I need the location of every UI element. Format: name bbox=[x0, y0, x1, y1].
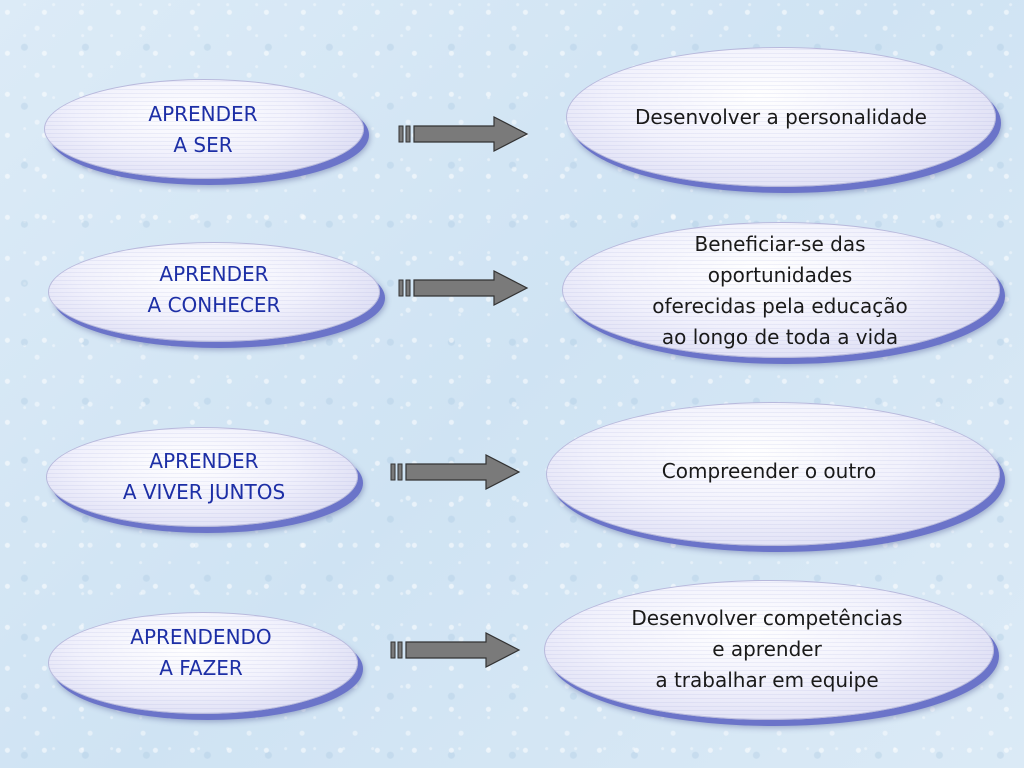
right-node-desenvolver-competencias bbox=[544, 580, 994, 720]
left-node-line-2: A VIVER JUNTOS bbox=[122, 480, 286, 504]
left-node-line-2: A FAZER bbox=[159, 656, 243, 680]
right-node-label: Desenvolver competências e aprender a tr… bbox=[594, 603, 940, 696]
right-node-line-1: Desenvolver competências bbox=[631, 606, 903, 630]
right-node-desenvolver-personalidade bbox=[566, 47, 996, 187]
left-node-line-1: APRENDENDO bbox=[130, 625, 272, 649]
right-node-label: Desenvolver a personalidade bbox=[566, 102, 996, 133]
right-node-line-4: ao longo de toda a vida bbox=[661, 325, 899, 349]
right-node-line-1: Compreender o outro bbox=[661, 459, 877, 483]
left-node-label: APRENDER A VIVER JUNTOS bbox=[104, 446, 304, 508]
left-node-line-2: A CONHECER bbox=[147, 293, 281, 317]
striped-right-arrow-icon bbox=[390, 454, 521, 490]
left-node-aprender-a-ser bbox=[44, 79, 364, 179]
left-node-line-1: APRENDER bbox=[149, 449, 259, 473]
right-node-line-2: oportunidades bbox=[707, 263, 853, 287]
right-node-line-2: e aprender bbox=[712, 637, 822, 661]
right-node-compreender-o-outro bbox=[546, 402, 1000, 546]
left-node-aprendendo-a-fazer bbox=[48, 612, 358, 714]
right-node-line-1: Desenvolver a personalidade bbox=[635, 105, 927, 129]
right-node-line-1: Beneficiar-se das bbox=[694, 232, 866, 256]
left-node-aprender-a-viver-juntos bbox=[46, 427, 358, 527]
right-node-line-3: oferecidas pela educação bbox=[652, 294, 908, 318]
left-node-line-1: APRENDER bbox=[148, 102, 258, 126]
left-node-aprender-a-conhecer bbox=[48, 242, 380, 342]
left-node-label: APRENDER A SER bbox=[118, 99, 288, 161]
right-node-label: Beneficiar-se das oportunidades oferecid… bbox=[620, 229, 940, 353]
left-node-line-1: APRENDER bbox=[159, 262, 269, 286]
left-node-label: APRENDER A CONHECER bbox=[124, 259, 304, 321]
striped-right-arrow-icon bbox=[390, 632, 521, 668]
striped-right-arrow-icon bbox=[398, 270, 529, 306]
right-node-beneficiar-se bbox=[562, 222, 1000, 358]
right-node-line-3: a trabalhar em equipe bbox=[655, 668, 879, 692]
right-node-label: Compreender o outro bbox=[546, 456, 992, 487]
left-node-label: APRENDENDO A FAZER bbox=[112, 622, 290, 684]
left-node-line-2: A SER bbox=[173, 133, 233, 157]
striped-right-arrow-icon bbox=[398, 116, 529, 152]
